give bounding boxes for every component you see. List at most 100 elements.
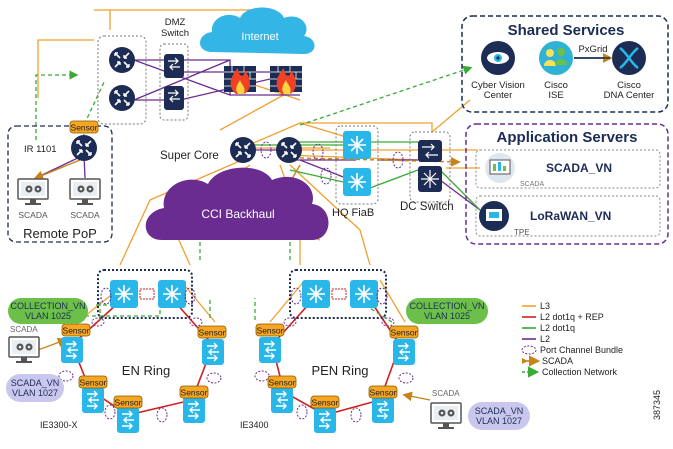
en-switch-model: IE3300-X bbox=[40, 420, 78, 430]
cyber-vision-icon bbox=[481, 41, 515, 75]
dc-switch-label: DC Switch bbox=[400, 201, 454, 213]
internet-cloud: Internet bbox=[200, 7, 315, 54]
pen-ring-switch-icon bbox=[258, 336, 282, 364]
pxgrid-label: PxGrid bbox=[578, 44, 607, 55]
fiab-switch-icon bbox=[342, 167, 372, 197]
sensor-badge: Sensor bbox=[78, 375, 108, 389]
ir1101-label: IR 1101 bbox=[24, 144, 57, 155]
super-core-router-icon bbox=[229, 136, 257, 164]
hq-fiab: HQ FiaB bbox=[312, 125, 379, 219]
legend: L3 L2 dot1q + REP L2 dot1q L2 Port Chann… bbox=[521, 301, 623, 378]
application-servers-title: Application Servers bbox=[497, 129, 638, 146]
tpe-label: TPE bbox=[514, 228, 530, 237]
ise-icon bbox=[539, 41, 573, 75]
cci-backhaul-label: CCI Backhaul bbox=[201, 207, 274, 221]
pen-ring: Sensor Sensor Sensor Sensor Sensor PEN R… bbox=[240, 269, 530, 434]
pen-ring-title: PEN Ring bbox=[311, 363, 368, 378]
sensor-label: Sensor bbox=[115, 398, 142, 408]
en-scada-label: SCADA bbox=[10, 325, 38, 334]
en-ring-switch-icon bbox=[201, 338, 225, 366]
ir1101-router-icon bbox=[70, 134, 98, 162]
sensor-badge: Sensor bbox=[267, 375, 297, 389]
pen-ring-switch-icon bbox=[392, 338, 416, 366]
en-ring-switch-icon bbox=[60, 336, 84, 364]
sensor-label: Sensor bbox=[391, 328, 418, 338]
sensor-badge: Sensor bbox=[179, 385, 209, 399]
dmz-router-icon bbox=[108, 84, 136, 112]
sensor-badge: Sensor bbox=[61, 323, 91, 337]
scada-monitor-icon bbox=[430, 402, 462, 430]
remote-pop-title: Remote PoP bbox=[23, 226, 97, 241]
lorawan-vn-label: LoRaWAN_VN bbox=[530, 209, 611, 223]
sensor-label: Sensor bbox=[257, 326, 284, 336]
legend-item-port-channel: Port Channel Bundle bbox=[540, 345, 623, 355]
pen-hub-switch-icon bbox=[301, 279, 331, 309]
sensor-label: Sensor bbox=[181, 388, 208, 398]
scada-small-label: SCADA bbox=[520, 181, 544, 188]
dmz-router-icon bbox=[108, 46, 136, 74]
super-core-label: Super Core bbox=[160, 150, 219, 162]
en-ring-switch-icon bbox=[81, 386, 105, 414]
super-core-router-icon bbox=[275, 136, 303, 164]
dc-switch: DC Switch bbox=[392, 131, 454, 213]
scada-right-label: SCADA bbox=[70, 210, 100, 220]
sensor-label: Sensor bbox=[63, 326, 90, 336]
scada-monitor-icon bbox=[17, 178, 49, 206]
lorawan-server-icon bbox=[479, 201, 509, 231]
scada-monitor-icon bbox=[69, 178, 101, 206]
sensor-badge: Sensor bbox=[310, 395, 340, 409]
en-hub-switch-icon bbox=[157, 279, 187, 309]
sensor-label: Sensor bbox=[80, 378, 107, 388]
legend-item-scada: SCADA bbox=[542, 356, 573, 366]
shared-services-title: Shared Services bbox=[508, 22, 625, 39]
pen-ring-switch-icon bbox=[313, 406, 337, 434]
firewall-icon bbox=[270, 66, 302, 94]
pen-scada-label: SCADA bbox=[432, 389, 460, 398]
dna-center-icon bbox=[612, 41, 646, 75]
pen-ring-switch-icon bbox=[270, 386, 294, 414]
en-hub-switch-icon bbox=[109, 279, 139, 309]
legend-item-l2-dot1q-rep: L2 dot1q + REP bbox=[540, 312, 604, 322]
legend-item-collection-network: Collection Network bbox=[542, 367, 618, 377]
internet-label: Internet bbox=[241, 31, 278, 43]
sensor-badge: Sensor bbox=[389, 325, 419, 339]
pen-ring-switch-icon bbox=[371, 396, 395, 424]
dmz-switch-icon bbox=[164, 54, 184, 110]
remote-pop-box: IR 1101 Sensor SCADA SCADA Remote PoP bbox=[7, 120, 113, 243]
sensor-label: Sensor bbox=[269, 378, 296, 388]
sensor-badge: Sensor bbox=[197, 325, 227, 339]
figure-id: 387345 bbox=[652, 390, 662, 420]
en-ring-title: EN Ring bbox=[122, 363, 170, 378]
sensor-badge: Sensor bbox=[368, 385, 398, 399]
fiab-switch-icon bbox=[342, 130, 372, 160]
sensor-badge: Sensor bbox=[69, 120, 99, 134]
legend-item-l2-dot1q: L2 dot1q bbox=[540, 323, 575, 333]
sensor-badge: Sensor bbox=[113, 395, 143, 409]
super-core: Super Core bbox=[160, 136, 303, 164]
cci-backhaul-cloud: CCI Backhaul bbox=[145, 167, 329, 240]
en-ring-switch-icon bbox=[182, 396, 206, 424]
sensor-label: Sensor bbox=[312, 398, 339, 408]
hq-fiab-label: HQ FiaB bbox=[332, 207, 374, 219]
scada-vn-label: SCADA_VN bbox=[546, 161, 612, 175]
application-servers-box: Application Servers SCADA SCADA_VN TPE L… bbox=[465, 123, 669, 245]
sensor-label: Sensor bbox=[71, 123, 98, 133]
scada-left-label: SCADA bbox=[18, 210, 48, 220]
pen-switch-model: IE3400 bbox=[240, 420, 269, 430]
en-ring: Sensor Sensor Sensor Sensor Sensor EN Ri… bbox=[6, 269, 227, 434]
